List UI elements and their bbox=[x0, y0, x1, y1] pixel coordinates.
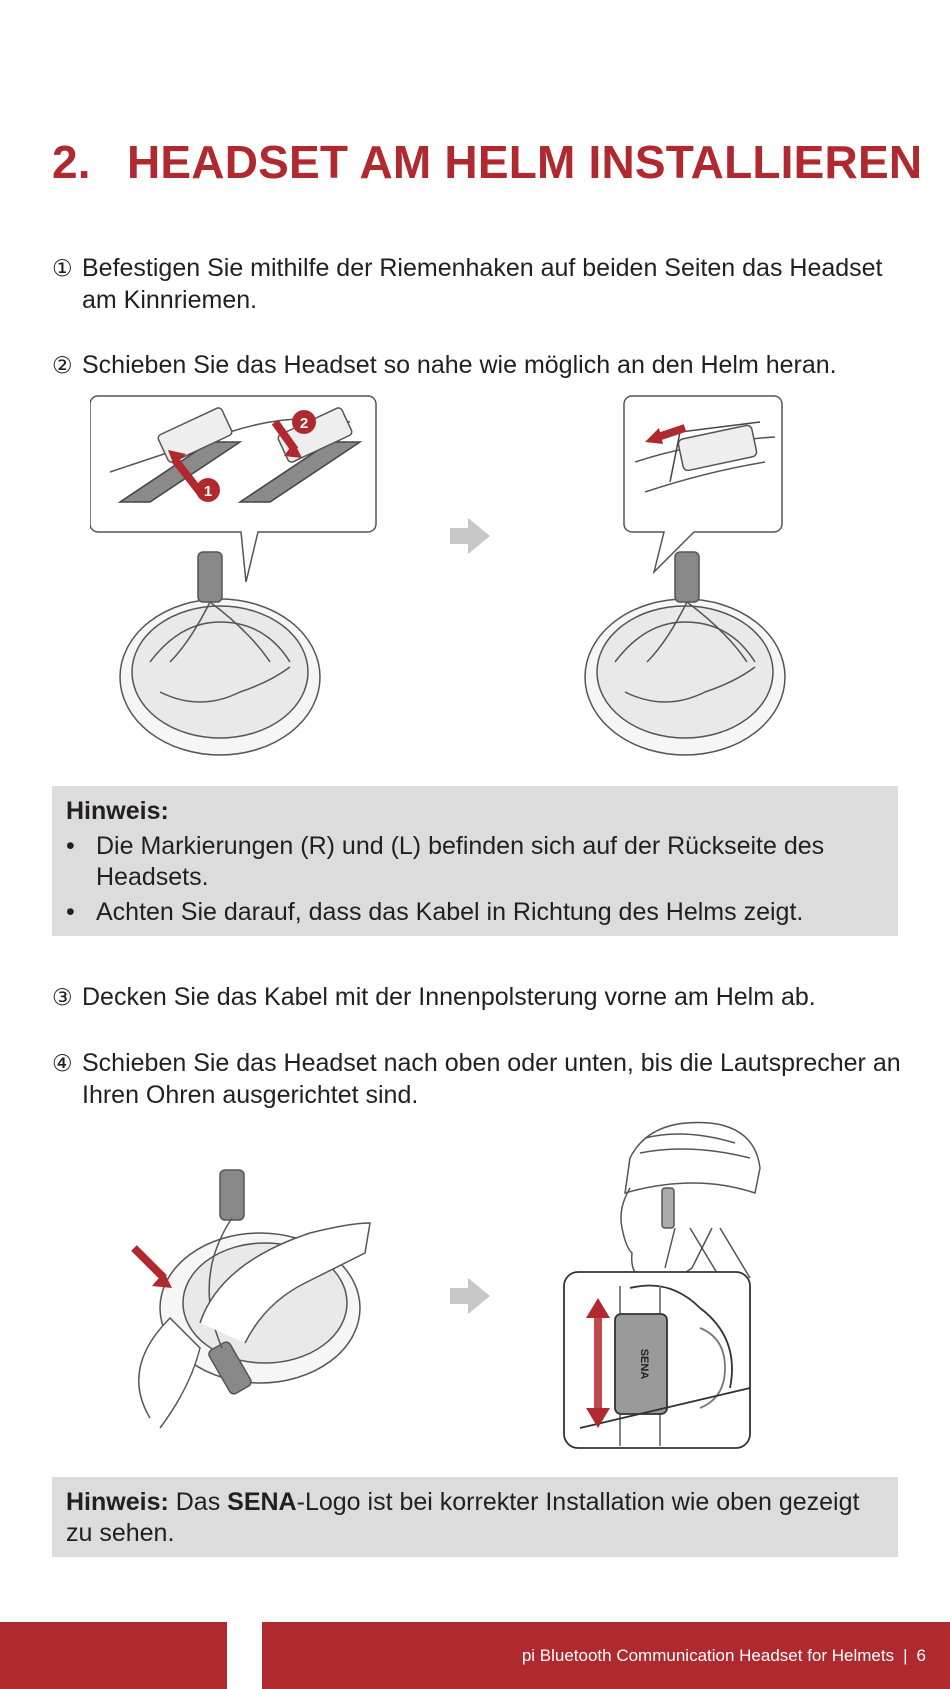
footer-title: pi Bluetooth Communication Headset for H… bbox=[521, 1645, 895, 1665]
red-arrow-icon bbox=[168, 419, 302, 495]
step-3: ③ Decken Sie das Kabel mit der Innenpols… bbox=[52, 981, 912, 1013]
step-text: Decken Sie das Kabel mit der Innenpolste… bbox=[82, 983, 816, 1011]
red-arrow-icon bbox=[131, 1245, 172, 1288]
right-arrow-icon bbox=[450, 518, 490, 554]
red-arrow-icon bbox=[645, 424, 687, 444]
callout-badge bbox=[292, 410, 316, 434]
note-item-text: Die Markierungen (R) und (L) befinden si… bbox=[96, 832, 825, 891]
page-number: 6 bbox=[916, 1645, 926, 1665]
figure-headset-adjustment: SENA bbox=[131, 1121, 761, 1449]
list-item: • Die Markierungen (R) und (L) befinden … bbox=[66, 831, 884, 893]
callout-badge bbox=[196, 478, 220, 502]
step-marker: ② bbox=[52, 352, 73, 378]
step-2: ② Schieben Sie das Headset so nahe wie m… bbox=[52, 349, 912, 381]
section-number: 2. bbox=[52, 136, 91, 188]
step-1: ① Befestigen Sie mithilfe der Riemenhake… bbox=[52, 252, 912, 316]
step-marker: ① bbox=[52, 255, 73, 281]
brand-name: SENA bbox=[227, 1488, 297, 1516]
double-arrow-icon bbox=[586, 1298, 610, 1428]
note-box: Hinweis: Das SENA-Logo ist bei korrekter… bbox=[52, 1477, 898, 1557]
device-brand-label: SENA bbox=[638, 1349, 650, 1380]
section-title-text: HEADSET AM HELM INSTALLIEREN bbox=[127, 136, 923, 188]
footer-bar-left bbox=[0, 1622, 227, 1689]
step-text: Schieben Sie das Headset nach oben oder … bbox=[82, 1049, 901, 1109]
callout-number: 2 bbox=[300, 415, 308, 432]
note-text: Das bbox=[168, 1488, 228, 1516]
helmet-illustration bbox=[584, 551, 786, 756]
note-box: Hinweis: • Die Markierungen (R) und (L) … bbox=[52, 786, 898, 936]
step-text: Befestigen Sie mithilfe der Riemenhaken … bbox=[82, 254, 883, 314]
step-marker: ④ bbox=[52, 1050, 73, 1076]
head-with-helmet-illustration bbox=[620, 1121, 761, 1280]
figure-strap-hook-installation: 1 2 bbox=[90, 395, 786, 756]
step-marker: ③ bbox=[52, 984, 73, 1010]
callout-number: 1 bbox=[204, 483, 212, 500]
note-heading: Hinweis: bbox=[66, 797, 169, 825]
note-list: • Die Markierungen (R) und (L) befinden … bbox=[66, 831, 884, 928]
list-item: • Achten Sie darauf, dass das Kabel in R… bbox=[66, 897, 884, 928]
bullet: • bbox=[66, 832, 75, 860]
step-text: Schieben Sie das Headset so nahe wie mög… bbox=[82, 351, 837, 379]
helmet-illustration bbox=[119, 551, 321, 756]
section-title: 2. HEADSET AM HELM INSTALLIEREN bbox=[52, 135, 922, 189]
footer-bar: pi Bluetooth Communication Headset for H… bbox=[262, 1622, 950, 1689]
right-arrow-icon bbox=[450, 1278, 490, 1314]
note-item-text: Achten Sie darauf, dass das Kabel in Ric… bbox=[96, 898, 804, 926]
helmet-illustration bbox=[138, 1169, 371, 1429]
step-4: ④ Schieben Sie das Headset nach oben ode… bbox=[52, 1047, 912, 1111]
footer-separator: | bbox=[903, 1645, 908, 1665]
note-heading: Hinweis: bbox=[66, 1488, 169, 1516]
note-text: -Logo ist bei korrekter Installation wie… bbox=[66, 1488, 860, 1547]
bullet: • bbox=[66, 898, 75, 926]
